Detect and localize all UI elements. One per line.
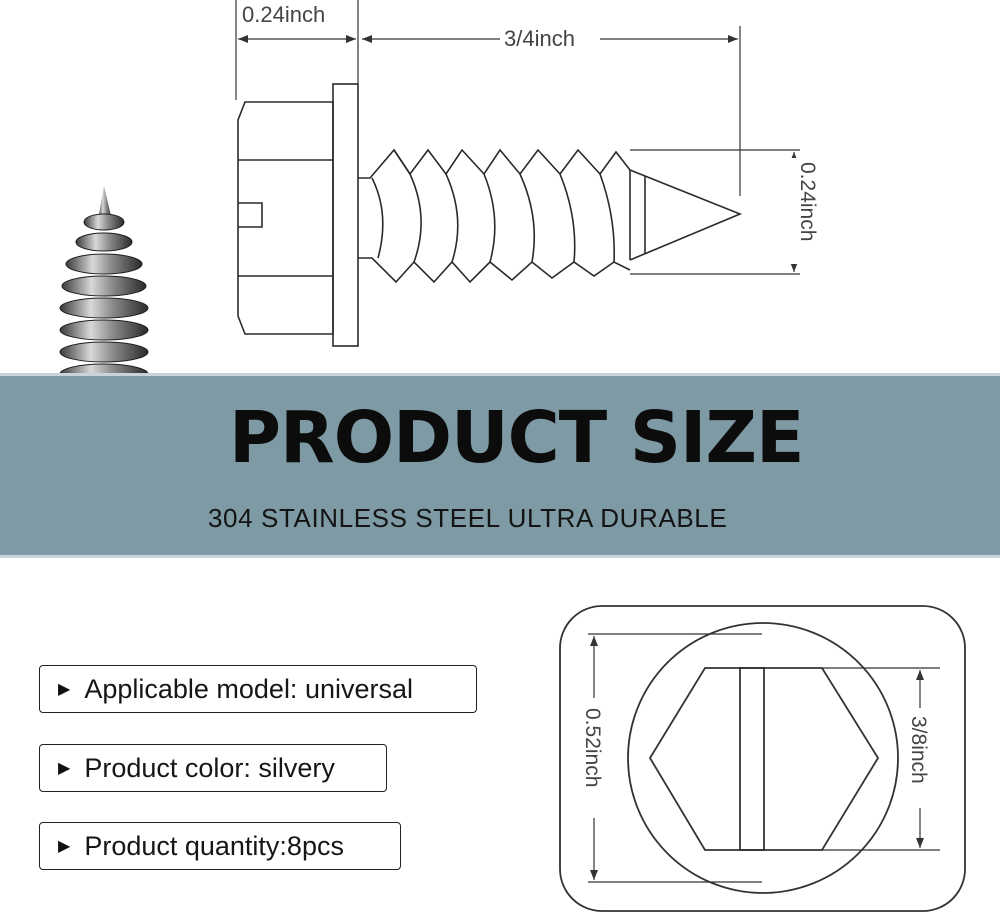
triangle-right-icon: ▶ [58, 838, 71, 855]
length-label: 3/4inch [504, 26, 575, 51]
triangle-right-icon: ▶ [58, 760, 71, 777]
banner-bottom-line [0, 555, 1000, 558]
screw-thread-outline [358, 148, 743, 284]
screw-top-view-drawing: 0.52inch 3/8inch [559, 605, 966, 912]
thread-diameter-label: 0.24inch [796, 162, 819, 241]
banner [0, 373, 1000, 558]
spec-label: Product quantity:8pcs [84, 830, 344, 861]
banner-title: PRODUCT SIZE [229, 396, 804, 479]
hex-width-label: 3/8inch [907, 716, 930, 784]
spec-applicable-model: ▶ Applicable model: universal [39, 665, 477, 713]
washer-diameter-label: 0.52inch [581, 708, 604, 787]
head-width-label: 0.24inch [242, 2, 325, 27]
screw-side-view-drawing: 0.24inch 3/4inch 0.24inch [235, 0, 819, 347]
triangle-right-icon: ▶ [58, 681, 71, 698]
dimension-arrowheads [238, 35, 798, 272]
spec-label: Product color: silvery [84, 752, 335, 783]
banner-subtitle: 304 STAINLESS STEEL ULTRA DURABLE [208, 503, 728, 533]
spec-label: Applicable model: universal [84, 673, 413, 704]
spec-product-color: ▶ Product color: silvery [39, 744, 387, 792]
spec-product-quantity: ▶ Product quantity:8pcs [39, 822, 401, 870]
screw-head-outline [237, 83, 359, 347]
banner-top-line [0, 373, 1000, 376]
